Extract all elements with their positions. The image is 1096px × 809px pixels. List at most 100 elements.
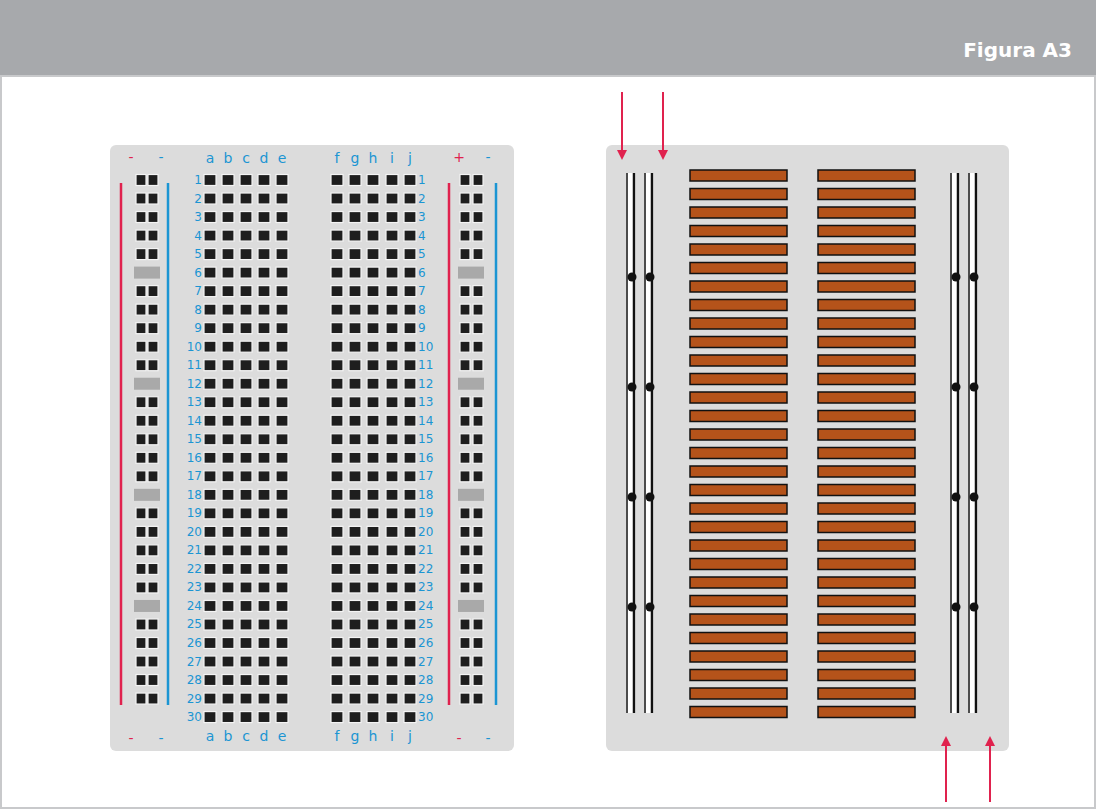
terminal-strip (818, 355, 915, 366)
hole (404, 378, 416, 389)
rail-hole (136, 360, 146, 371)
rail-hole (460, 175, 470, 186)
rail-hole (136, 175, 146, 186)
terminal-strip (690, 707, 787, 718)
hole (204, 378, 216, 389)
hole (331, 193, 343, 204)
hole (349, 619, 361, 630)
rail-break (970, 273, 979, 282)
hole (349, 323, 361, 334)
hole (367, 415, 379, 426)
rail-hole (148, 693, 158, 704)
rail-break (628, 493, 637, 502)
hole (386, 471, 398, 482)
rail-hole (473, 249, 483, 260)
hole (276, 471, 288, 482)
hole (367, 323, 379, 334)
rail-hole (473, 545, 483, 556)
hole (222, 397, 234, 408)
terminal-strip (690, 374, 787, 385)
hole (258, 434, 270, 445)
hole (404, 526, 416, 537)
terminal-strip (818, 300, 915, 311)
rail-gap (134, 267, 160, 279)
hole (240, 600, 252, 611)
row-number: 16 (187, 452, 202, 464)
rail-hole (473, 452, 483, 463)
hole (404, 341, 416, 352)
hole (331, 471, 343, 482)
hole (204, 452, 216, 463)
hole (276, 656, 288, 667)
hole (240, 526, 252, 537)
hole (222, 600, 234, 611)
hole (204, 693, 216, 704)
hole (331, 526, 343, 537)
hole (349, 471, 361, 482)
rail-hole (473, 675, 483, 686)
hole (204, 675, 216, 686)
hole (258, 508, 270, 519)
hole (204, 434, 216, 445)
hole (331, 286, 343, 297)
terminal-strip (690, 263, 787, 274)
column-letter: e (278, 151, 287, 165)
rail-hole (460, 397, 470, 408)
rail-hole (473, 230, 483, 241)
rail-hole (473, 212, 483, 223)
hole (204, 415, 216, 426)
hole (258, 471, 270, 482)
rail-hole (148, 638, 158, 649)
terminal-strip (690, 226, 787, 237)
terminal-strip (690, 503, 787, 514)
hole (258, 563, 270, 574)
hole (204, 471, 216, 482)
terminal-strip (690, 485, 787, 496)
hole (276, 489, 288, 500)
hole (367, 656, 379, 667)
hole (386, 249, 398, 260)
hole (367, 489, 379, 500)
hole (204, 526, 216, 537)
row-number: 6 (418, 267, 426, 279)
hole (367, 675, 379, 686)
column-letter: b (224, 729, 233, 743)
hole (204, 193, 216, 204)
hole (386, 508, 398, 519)
hole (222, 563, 234, 574)
internal-view-body (606, 145, 1009, 751)
hole (240, 582, 252, 593)
hole (222, 286, 234, 297)
row-number: 6 (194, 267, 202, 279)
hole (367, 378, 379, 389)
hole (240, 471, 252, 482)
rail-hole (136, 619, 146, 630)
terminal-strip (690, 522, 787, 533)
hole (349, 341, 361, 352)
hole (222, 619, 234, 630)
terminal-strip (690, 281, 787, 292)
hole (404, 434, 416, 445)
hole (276, 675, 288, 686)
pointer-arrow (989, 738, 991, 802)
hole (204, 230, 216, 241)
row-number: 5 (418, 248, 426, 260)
terminal-strip (818, 244, 915, 255)
hole (258, 452, 270, 463)
rail-break (970, 603, 979, 612)
rail-gap (134, 489, 160, 501)
hole (276, 638, 288, 649)
rail-strip (950, 173, 960, 713)
terminal-strip (690, 688, 787, 699)
hole (240, 304, 252, 315)
hole (349, 712, 361, 723)
hole (404, 415, 416, 426)
hole (204, 175, 216, 186)
rail-hole (148, 193, 158, 204)
hole (276, 304, 288, 315)
hole (404, 471, 416, 482)
hole (367, 526, 379, 537)
rail-hole (473, 656, 483, 667)
terminal-strip (690, 651, 787, 662)
rail-break (952, 383, 961, 392)
